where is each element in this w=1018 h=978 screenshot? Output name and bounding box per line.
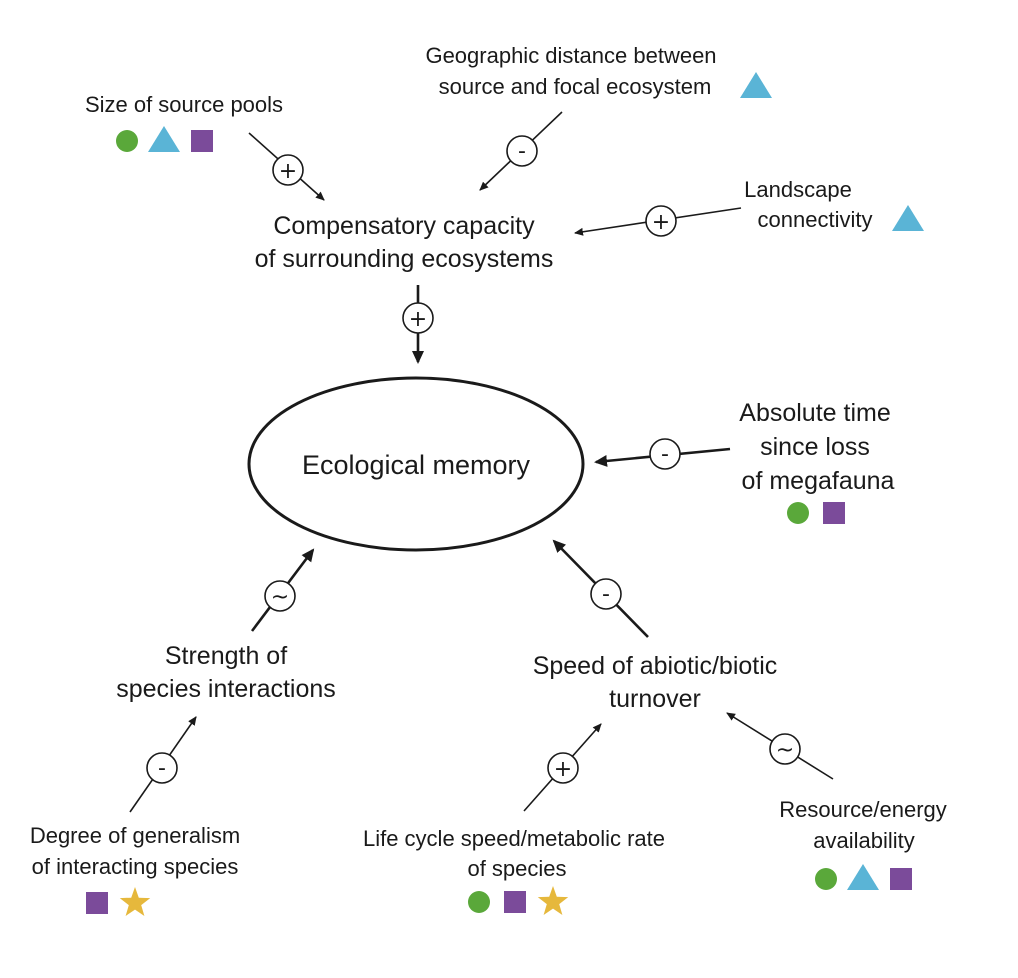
sign-badge-strength: ~ xyxy=(264,580,296,612)
turnover-line2: turnover xyxy=(609,685,701,713)
blue-triangle-icon xyxy=(847,864,879,890)
time-megafauna-line3: of megafauna xyxy=(742,467,895,495)
node-time-megafauna: Absolute time since loss of megafauna xyxy=(739,399,894,495)
sign-badge-geo-distance: - xyxy=(506,135,538,167)
generalism-line2: of interacting species xyxy=(32,854,239,879)
yellow-star-icon xyxy=(119,887,151,916)
node-connectivity: Landscape connectivity xyxy=(744,177,872,232)
connectivity-line2: connectivity xyxy=(758,207,873,232)
resource-line2: availability xyxy=(813,828,915,853)
blue-triangle-icon xyxy=(148,126,180,152)
markers-life-cycle xyxy=(468,886,569,915)
markers-geo-distance xyxy=(740,72,772,98)
sign-badge-generalism: - xyxy=(146,752,178,784)
purple-square-icon xyxy=(86,892,108,914)
node-resource: Resource/energy availability xyxy=(779,797,947,853)
sign-strength: ~ xyxy=(271,585,289,610)
ecological-memory-label: Ecological memory xyxy=(302,450,531,480)
node-strength: Strength of species interactions xyxy=(116,642,336,703)
geo-distance-line2: source and focal ecosystem xyxy=(439,74,712,99)
sign-generalism: - xyxy=(158,756,166,781)
markers-resource xyxy=(815,864,912,890)
life-cycle-line2: of species xyxy=(467,856,566,881)
sign-time-megafauna: - xyxy=(661,442,669,467)
blue-triangle-icon xyxy=(740,72,772,98)
sign-badge-life-cycle: + xyxy=(547,752,579,784)
markers-connectivity xyxy=(892,205,924,231)
purple-square-icon xyxy=(191,130,213,152)
green-circle-icon xyxy=(468,891,490,913)
node-geo-distance: Geographic distance between source and f… xyxy=(425,43,716,99)
sign-badge-compensatory: + xyxy=(402,302,434,334)
time-megafauna-line2: since loss xyxy=(760,433,870,461)
time-megafauna-line1: Absolute time xyxy=(739,399,890,427)
strength-line1: Strength of xyxy=(165,642,287,670)
sign-badge-time-megafauna: - xyxy=(649,438,681,470)
node-compensatory-capacity: Compensatory capacity of surrounding eco… xyxy=(255,212,554,273)
green-circle-icon xyxy=(116,130,138,152)
markers-generalism xyxy=(86,887,151,916)
markers-time-megafauna xyxy=(787,502,845,524)
ecological-memory-ellipse xyxy=(247,376,585,552)
green-circle-icon xyxy=(815,868,837,890)
node-generalism: Degree of generalism of interacting spec… xyxy=(30,823,240,879)
purple-square-icon xyxy=(504,891,526,913)
sign-resource: ~ xyxy=(776,738,794,763)
strength-line2: species interactions xyxy=(116,675,336,703)
turnover-line1: Speed of abiotic/biotic xyxy=(533,652,778,680)
purple-square-icon xyxy=(823,502,845,524)
sign-life-cycle: + xyxy=(554,757,572,782)
source-pools-label: Size of source pools xyxy=(85,92,283,117)
node-source-pools: Size of source pools xyxy=(85,92,283,117)
life-cycle-line1: Life cycle speed/metabolic rate xyxy=(363,826,665,851)
node-life-cycle: Life cycle speed/metabolic rate of speci… xyxy=(363,826,665,881)
markers-source-pools xyxy=(116,126,213,152)
connectivity-line1: Landscape xyxy=(744,177,852,202)
node-turnover: Speed of abiotic/biotic turnover xyxy=(533,652,778,713)
compensatory-line2: of surrounding ecosystems xyxy=(255,245,554,273)
blue-triangle-icon xyxy=(892,205,924,231)
sign-geo-distance: - xyxy=(518,139,526,164)
geo-distance-line1: Geographic distance between xyxy=(425,43,716,68)
sign-connectivity: + xyxy=(652,210,670,235)
resource-line1: Resource/energy xyxy=(779,797,947,822)
green-circle-icon xyxy=(787,502,809,524)
sign-turnover: - xyxy=(602,582,610,607)
sign-compensatory: + xyxy=(409,307,427,332)
sign-badge-resource: ~ xyxy=(769,733,801,765)
sign-badge-turnover: - xyxy=(590,578,622,610)
compensatory-line1: Compensatory capacity xyxy=(273,212,535,240)
yellow-star-icon xyxy=(537,886,569,915)
purple-square-icon xyxy=(890,868,912,890)
sign-source-pools: + xyxy=(279,159,297,184)
generalism-line1: Degree of generalism xyxy=(30,823,240,848)
sign-badge-connectivity: + xyxy=(645,205,677,237)
sign-badge-source-pools: + xyxy=(272,154,304,186)
